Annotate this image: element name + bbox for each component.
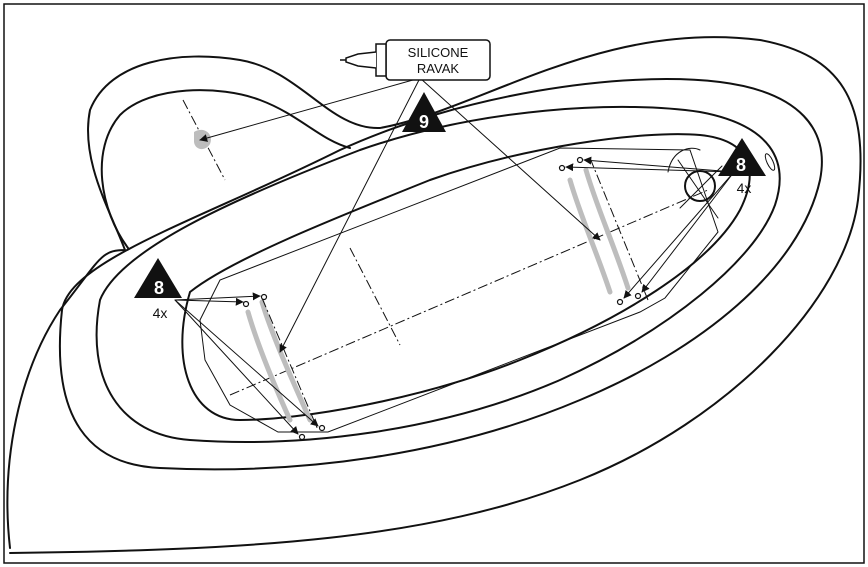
frame-border [3,3,865,564]
tub-inner-rim [95,105,781,443]
support-frame [199,147,719,433]
badge-8-right-number: 8 [736,155,746,175]
mount-hole-right-a [558,164,566,172]
tube-label-line2: RAVAK [417,61,459,76]
badge-8-left-count: 4x [153,305,168,321]
tub-basin [181,133,751,421]
mount-hole-right-d [634,292,642,300]
badge-8-right-count: 4x [737,180,752,196]
tub-outer-contour [6,36,862,554]
badge-9-number: 9 [419,112,429,132]
mount-hole-right-b [576,156,584,164]
mount-hole-left-b [260,293,268,301]
badge-8-left-number: 8 [154,278,164,298]
badge-9-triangle [402,92,446,132]
sealant-strip-left-1 [245,309,293,423]
drain-cross-2 [679,165,723,209]
leg-line-right [589,157,649,301]
tube-neck [375,43,387,77]
cross-axis [349,247,401,346]
right-badge-arrows [565,156,735,299]
step-badge-9: 9 [402,92,446,132]
step-badge-8-right: 8 4x [718,138,766,196]
sealant-strip-right-1 [567,177,613,295]
leg-line-left [261,297,319,431]
mount-hole-right-c [616,298,624,306]
badge-8-right-triangle [718,138,766,176]
overflow-slot [764,153,776,171]
drain-cross-1 [677,159,719,219]
tube-label-line1: SILICONE [408,45,469,60]
mount-hole-left-d [318,424,326,432]
drain-circle [684,170,716,202]
tube-nozzle [345,51,377,69]
tub-lobe-contour [100,89,351,249]
step-badge-8-left: 8 4x [134,258,182,321]
sealant-strip-left-2 [259,299,313,423]
mount-hole-left-a [242,300,250,308]
center-axis [229,189,709,396]
tub-rim-line [58,78,823,471]
badge-8-left-triangle [134,258,182,298]
silicone-arrows [199,77,601,353]
sealant-strip-right-2 [583,167,631,291]
mount-hole-left-c [298,433,306,441]
left-badge-arrows [174,292,319,435]
silicone-tube: SILICONE RAVAK [340,39,491,81]
